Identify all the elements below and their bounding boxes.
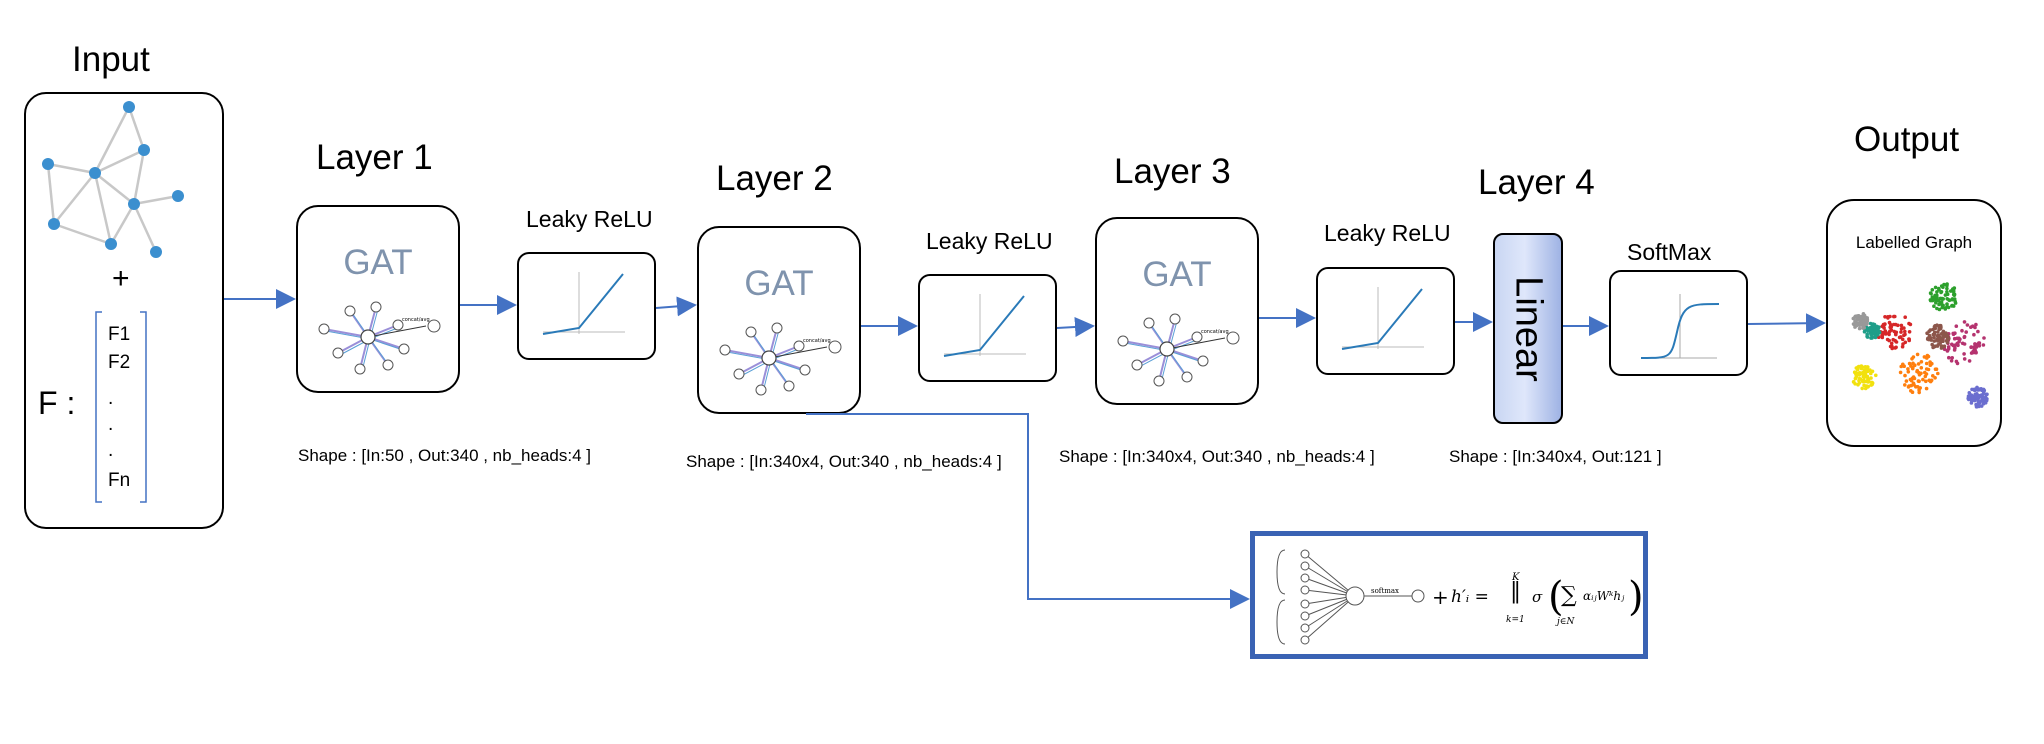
formula-text: h′ᵢ =: [1451, 587, 1489, 607]
relu-label: Leaky ReLU: [926, 228, 1053, 254]
concat-label: concat/avg: [803, 338, 831, 344]
layer3-title: Layer 3: [1114, 152, 1231, 191]
concat-label: concat/avg: [1201, 329, 1229, 335]
layer1-title: Layer 1: [316, 138, 433, 177]
relu-curve: [943, 294, 1026, 357]
plus-sign: +: [1432, 585, 1449, 609]
formula-link-arrow: [806, 413, 1250, 609]
attention-diagram: concat/avg: [318, 301, 441, 375]
formula-jn: j∈N: [1555, 617, 1575, 627]
linear-block: Linear: [1493, 233, 1563, 424]
layer4-shape: Shape : [In:340x4, Out:121 ]: [1449, 447, 1662, 466]
relu-block: [517, 252, 656, 360]
sigma-symbol: σ: [1532, 588, 1543, 606]
input-box: [24, 92, 224, 529]
feature-item: F2: [108, 352, 131, 373]
gat-formula-box: softmax + h′ᵢ = ‖ K k=1 σ ( ∑ j∈N αᵢⱼWᵏh…: [1250, 531, 1648, 659]
feature-item: Fn: [108, 470, 131, 491]
attention-diagram: concat/avg: [719, 322, 842, 396]
labelled-graph-plot: [1851, 282, 1989, 409]
formula-body: αᵢⱼWᵏhⱼ: [1583, 589, 1625, 603]
relu-curve: [542, 272, 625, 335]
gat-label: GAT: [1142, 255, 1212, 294]
attention-diagram: concat/avg: [1117, 313, 1240, 387]
input-plus: +: [112, 262, 130, 295]
relu-label: Leaky ReLU: [1324, 220, 1451, 246]
paren-right: ): [1628, 574, 1643, 620]
output-box: Labelled Graph: [1826, 199, 2002, 447]
feature-item: .: [108, 414, 114, 435]
softmax-curve: [1640, 294, 1720, 359]
layer3-shape: Shape : [In:340x4, Out:340 , nb_heads:4 …: [1059, 447, 1375, 466]
softmax-text: softmax: [1371, 587, 1399, 595]
relu-block: [918, 274, 1057, 382]
arrow: [655, 296, 697, 317]
formula-k: K: [1511, 572, 1520, 583]
input-title: Input: [72, 40, 150, 79]
feature-label: F :: [38, 385, 76, 421]
concat-label: concat/avg: [402, 317, 430, 323]
softmax-block: [1609, 270, 1748, 376]
feature-item: F1: [108, 324, 131, 345]
gat-block-layer1: GAT concat/avg: [296, 205, 460, 393]
gat-block-layer3: GAT concat/avg: [1095, 217, 1259, 405]
layer1-shape: Shape : [In:50 , Out:340 , nb_heads:4 ]: [298, 446, 591, 465]
arrow: [1056, 317, 1095, 337]
feature-item: .: [108, 440, 114, 461]
layer2-shape: Shape : [In:340x4, Out:340 , nb_heads:4 …: [686, 452, 1002, 471]
softmax-label: SoftMax: [1627, 239, 1712, 265]
relu-label: Leaky ReLU: [526, 206, 653, 232]
input-graph: [42, 101, 184, 258]
formula-k1: k=1: [1506, 615, 1525, 625]
output-title: Output: [1854, 120, 1960, 159]
feature-list: F1 F2 . . . Fn: [94, 310, 150, 504]
sum-symbol: ∑: [1561, 583, 1577, 608]
arrow: [1747, 313, 1826, 334]
layer2-title: Layer 2: [716, 159, 833, 198]
gat-label: GAT: [744, 264, 814, 303]
feature-item: .: [108, 388, 114, 409]
layer4-title: Layer 4: [1478, 163, 1595, 202]
paren-left: (: [1548, 574, 1564, 620]
concat-symbol: ‖: [1510, 579, 1521, 604]
output-caption: Labelled Graph: [1855, 233, 1973, 252]
multihead-network-diagram: softmax + h′ᵢ = ‖ K k=1 σ ( ∑ j∈N αᵢⱼWᵏh…: [1276, 549, 1643, 645]
relu-block: [1316, 267, 1455, 375]
gat-block-layer2: GAT concat/avg: [697, 226, 861, 414]
relu-curve: [1341, 287, 1424, 350]
gat-label: GAT: [343, 243, 413, 282]
